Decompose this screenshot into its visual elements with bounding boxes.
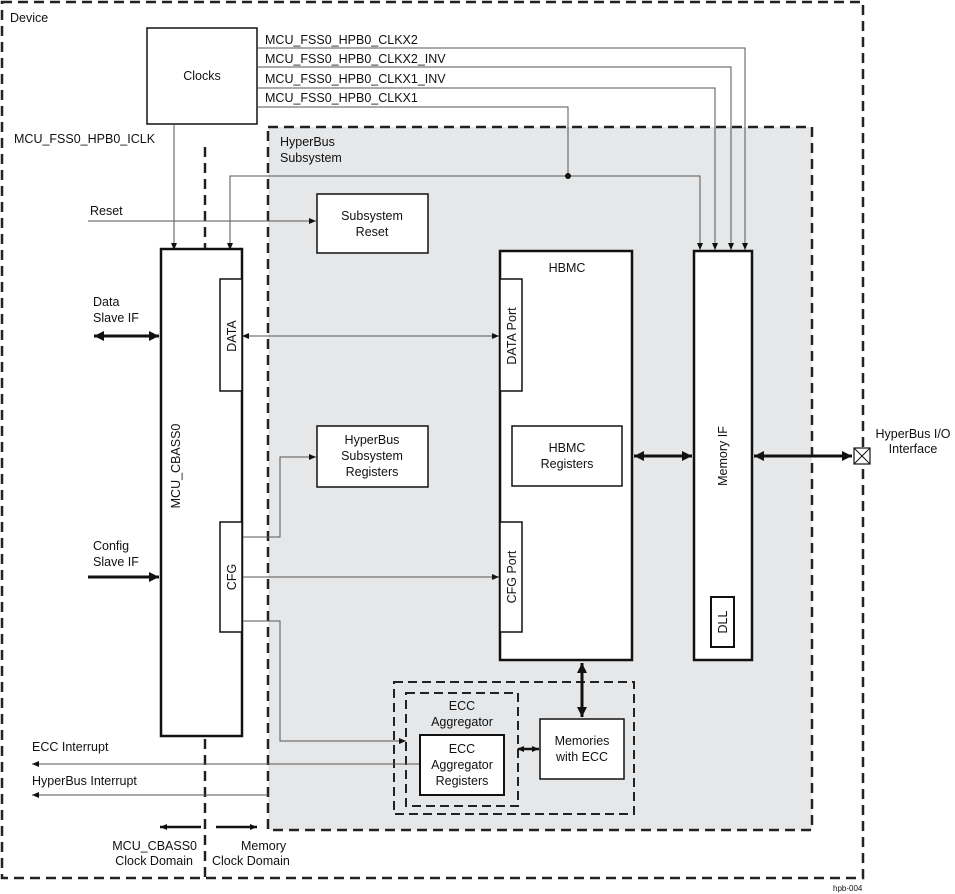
subsystem-registers-line2: Subsystem [341,449,403,463]
hbmc-registers-line2: Registers [541,457,594,471]
hbmc-registers-block [511,425,623,487]
io-interface-line1: HyperBus I/O [875,427,950,441]
cbass-data-label: DATA [225,320,239,352]
clocks-block [146,27,258,125]
hbmc-data-port-label: DATA Port [505,307,519,365]
subsystem-registers-block [316,425,429,488]
io-pad-cross-2 [853,447,871,465]
memory-if-label: Memory IF [716,426,730,486]
clk-signal-clkx2: MCU_FSS0_HPB0_CLKX2 [265,33,418,47]
hbmc-cfg-port-label: CFG Port [505,550,519,603]
config-slave-line2: Slave IF [93,555,139,569]
ecc-aggregator-line2: Aggregator [431,715,493,729]
ecc-registers-line3: Registers [436,774,489,788]
memory-if-block [692,249,754,662]
cfg-routing-lines [243,454,499,744]
subsystem-reset-line2: Reset [356,225,389,239]
dll-label: DLL [716,610,730,633]
memories-with-ecc-block [539,718,625,780]
clk-signal-iclk: MCU_FSS0_HPB0_ICLK [14,132,156,146]
memory-domain-line1: Memory [241,839,287,853]
ecc-interrupt-label: ECC Interrupt [32,740,109,754]
subsystem-reset-block [316,193,429,254]
figure-id: hpb-004 [833,884,863,893]
clock-junction-dot [565,173,571,179]
ecc-registers-line2: Aggregator [431,758,493,772]
reset-label: Reset [90,204,123,218]
hbmc-data-port [499,278,523,392]
clocks-label: Clocks [183,69,221,83]
subsystem-label-line1: HyperBus [280,135,335,149]
device-label: Device [10,11,48,25]
clk-signal-clkx2-inv: MCU_FSS0_HPB0_CLKX2_INV [265,52,446,66]
hyperbus-interrupt-label: HyperBus Interrupt [32,774,137,788]
cbass-cfg-label: CFG [225,564,239,590]
cbass-domain-line2: Clock Domain [115,854,193,868]
subsystem-registers-line1: HyperBus [345,433,400,447]
ecc-aggregator-line1: ECC [449,699,475,713]
ecc-group-boundary [393,681,635,815]
cbass-cfg-port [219,521,243,633]
dll-block [710,596,735,648]
memories-ecc-line2: with ECC [555,750,608,764]
subsystem-registers-line3: Registers [346,465,399,479]
hbmc-label: HBMC [549,261,586,275]
memories-ecc-line1: Memories [555,734,610,748]
clk-signal-clkx1: MCU_FSS0_HPB0_CLKX1 [265,91,418,105]
hbmc-cfg-port [499,521,523,633]
ecc-registers-line1: ECC [449,742,475,756]
memory-domain-line2: Clock Domain [212,854,290,868]
hbmc-registers-line1: HBMC [549,441,586,455]
data-slave-line1: Data [93,295,119,309]
cbass-label: MCU_CBASS0 [169,424,183,509]
io-interface-line2: Interface [889,442,938,456]
subsystem-label-line2: Subsystem [280,151,342,165]
subsystem-reset-line1: Subsystem [341,209,403,223]
device-boundary [0,0,865,880]
cbass-domain-line1: MCU_CBASS0 [112,839,197,853]
config-slave-line1: Config [93,539,129,553]
ecc-aggregator-registers-block [419,734,505,796]
data-slave-line2: Slave IF [93,311,139,325]
clk-signal-clkx1-inv: MCU_FSS0_HPB0_CLKX1_INV [265,72,446,86]
